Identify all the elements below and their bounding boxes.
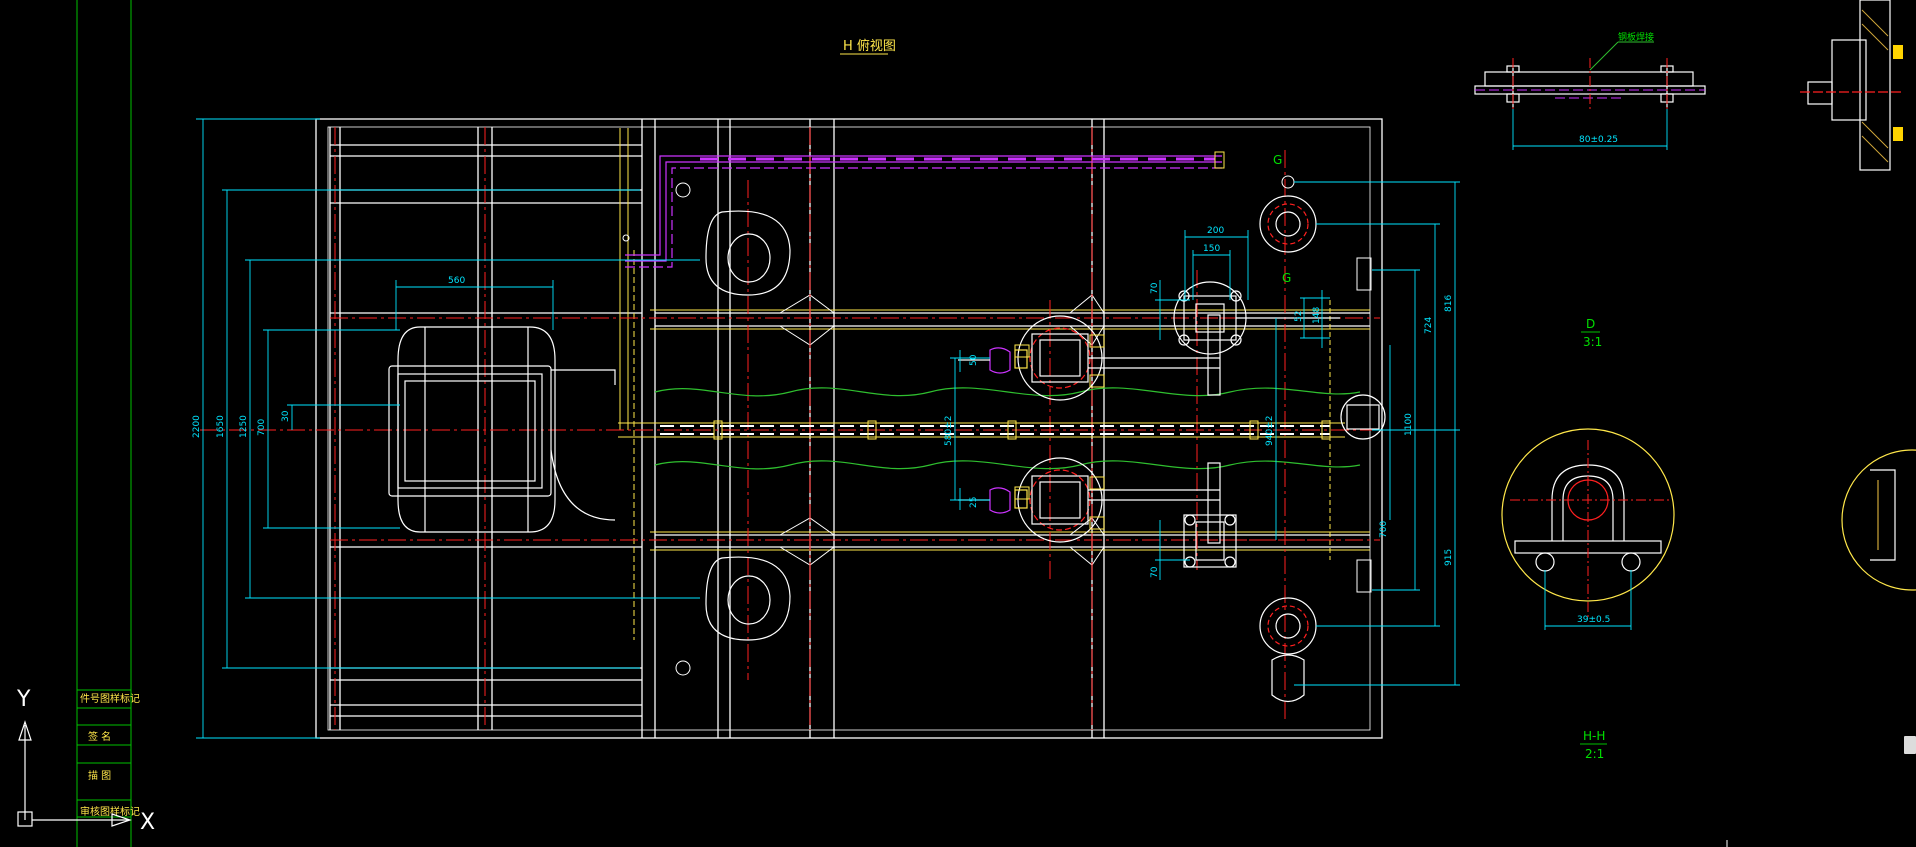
dim-50: 50 (969, 354, 979, 366)
title-block-row1: 件号图样标记 (80, 692, 140, 705)
dim-150: 150 (1203, 244, 1220, 254)
side-lugs (1356, 257, 1372, 593)
dim-70-top: 70 (1150, 282, 1160, 294)
view-hh-label: H-H (1583, 729, 1605, 743)
g-marker-circle (1281, 175, 1295, 189)
shaft-blocks (713, 420, 1331, 440)
hh-dim-text: 39±0.5 (1577, 615, 1610, 625)
small-holes (622, 182, 691, 676)
oval-plate-bottom (705, 556, 791, 641)
marker-g1: G (1273, 153, 1282, 167)
dim-560: 560 (448, 276, 465, 286)
flange-label: 钢板焊接 (1618, 31, 1654, 43)
dim-915: 915 (1444, 549, 1454, 566)
ucs-y-label: Y (16, 687, 31, 712)
hidden-lines (619, 128, 1370, 640)
edge-detail-hatch (1861, 9, 1889, 163)
edge-detail-circle (1841, 449, 1916, 591)
pipe-run (625, 155, 1222, 268)
boss-hexes (1014, 334, 1105, 530)
dim-1100: 1100 (1404, 413, 1414, 436)
dim-940: 940±2 (1265, 416, 1275, 446)
dim-25: 25 (969, 497, 979, 508)
dim-30: 30 (281, 410, 291, 422)
hh-dim (1544, 570, 1632, 630)
vertical-scrollbar-thumb[interactable] (1904, 736, 1916, 754)
pillow-block-bottom (1183, 514, 1237, 568)
flange-hole-top (1259, 195, 1317, 253)
dim-148: 148 (1312, 307, 1322, 324)
flange-dim: 80±0.25 (1579, 135, 1618, 145)
flange-detail-dims (1512, 108, 1668, 150)
centerlines (200, 127, 1390, 730)
dimension-lines (196, 118, 1460, 739)
view-d-scale: 3:1 (1583, 335, 1602, 349)
oval-plate-top (705, 210, 791, 296)
center-shaft (618, 422, 1345, 438)
flange-hole-bottom (1259, 597, 1317, 703)
main-frame (315, 118, 1383, 739)
hh-centerlines (1510, 440, 1670, 620)
title-block-row3: 描 图 (88, 769, 111, 782)
dim-1650: 1650 (216, 415, 226, 438)
flange-centerlines (1512, 58, 1668, 112)
pipe-end-fitting (1214, 151, 1225, 169)
dim-700-right: 700 (1379, 521, 1389, 538)
end-coupling (1340, 394, 1386, 440)
marker-g2: G (1282, 271, 1291, 285)
dim-816: 816 (1444, 295, 1454, 312)
break-lines (654, 387, 1361, 470)
ucs-icon (17, 720, 132, 827)
bearing-boss-bottom (1017, 457, 1221, 544)
ucs-x-label: X (140, 810, 155, 835)
dim-70-bottom: 70 (1150, 566, 1160, 578)
pillow-block-top (1173, 281, 1340, 355)
dim-580: 580±2 (944, 416, 954, 446)
view-d-label: D (1586, 317, 1595, 331)
flange-leader (1589, 41, 1654, 71)
edge-yellow-block-2 (1893, 127, 1903, 141)
dim-200: 200 (1207, 226, 1224, 236)
title-block-row2: 签 名 (88, 730, 111, 743)
edge-yellow-block-1 (1893, 45, 1903, 59)
dim-1250: 1250 (239, 415, 249, 438)
view-hh-scale: 2:1 (1585, 747, 1604, 761)
actuator-top (958, 347, 1028, 374)
motor-body (388, 326, 616, 533)
dim-700: 700 (257, 419, 267, 436)
title-block-row4: 审核图样标记 (80, 805, 140, 818)
edge-detail-top (1800, 0, 1904, 171)
center-shaft-dashes (660, 425, 1330, 435)
title-block (76, 0, 132, 847)
section-title: H 俯视图 (843, 38, 896, 54)
dim-724: 724 (1424, 317, 1434, 334)
dim-52: 52 (1294, 311, 1304, 322)
dim-overall-height: 2200 (192, 415, 202, 438)
bearing-boss-top (1017, 314, 1221, 401)
